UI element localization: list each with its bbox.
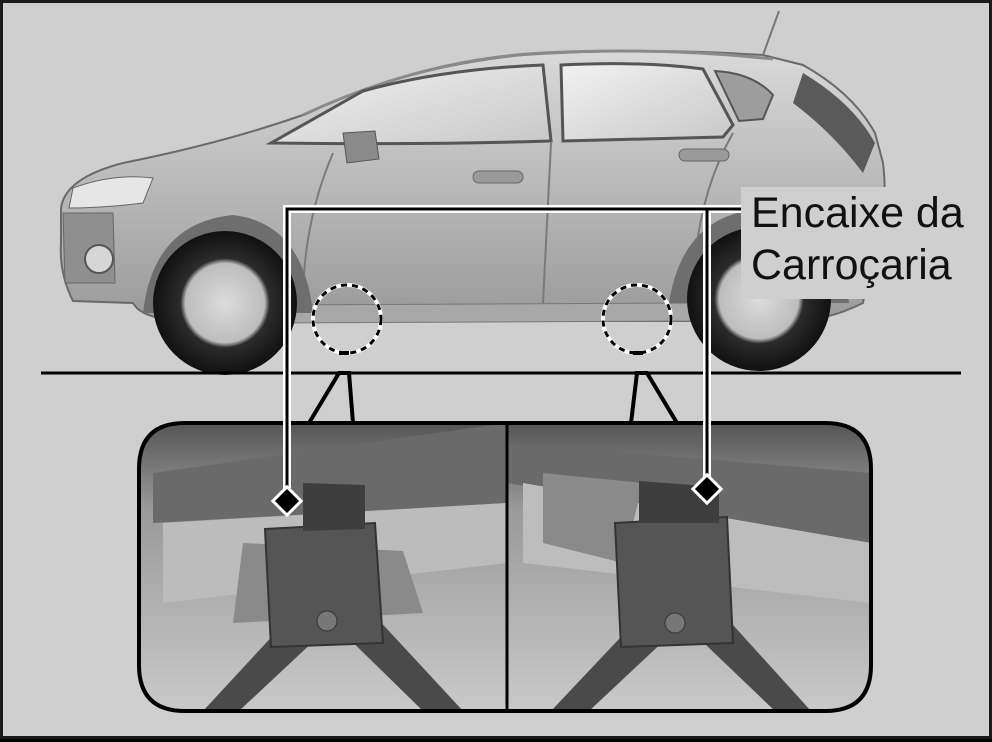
callout-label: Encaixe da Carroçaria (741, 187, 981, 299)
jack-point-diagram (41, 10, 961, 713)
detail-panel (137, 421, 873, 713)
callout-line-2: Carroçaria (751, 241, 952, 289)
jack-point-marker-rear (690, 472, 724, 506)
leader-lines (283, 205, 745, 499)
jack-point-marker-front (270, 484, 304, 518)
scissor-jack-front (203, 483, 463, 711)
callout-line-1: Encaixe da (751, 189, 964, 237)
detail-photo-rear (507, 423, 871, 711)
car-illustration (59, 10, 886, 375)
scissor-jack-rear (551, 481, 811, 711)
detail-photo-front (139, 423, 507, 711)
zoom-connectors (307, 371, 679, 425)
